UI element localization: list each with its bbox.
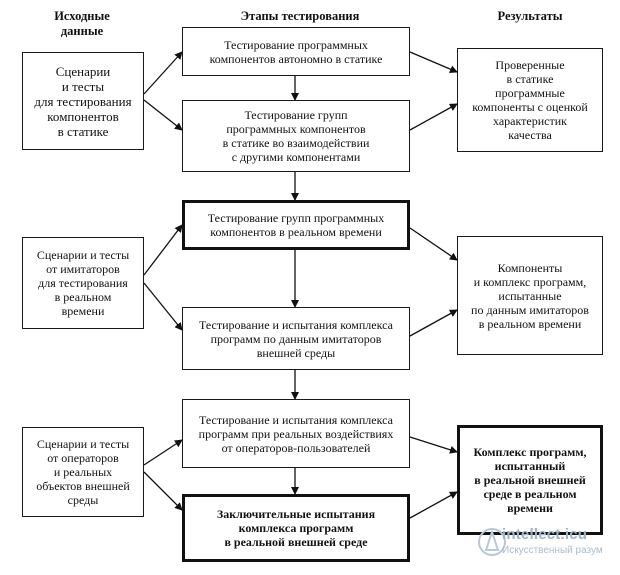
watermark-name: intellect.icu (502, 526, 588, 543)
stage-box-final-testing: Заключительные испытания комплекса прогр… (182, 494, 410, 562)
arrow-stage3-result2 (409, 227, 458, 261)
arrow-input2-stage4 (143, 282, 183, 331)
stage-box-simulator-testing: Тестирование и испытания комплекса прогр… (182, 307, 410, 370)
watermark-logo-icon (478, 528, 506, 556)
arrow-input2-stage3 (143, 224, 183, 276)
input-box-simulators: Сценарии и тесты от имитаторов для тести… (22, 237, 144, 329)
stage-box-group-static: Тестирование групп программных компонент… (182, 100, 410, 172)
input-box-static: Сценарии и тесты для тестирования компон… (22, 52, 144, 150)
result-box-simulator-tested: Компоненты и комплекс программ, испытанн… (457, 236, 603, 355)
stage-box-operator-testing: Тестирование и испытания комплекса прогр… (182, 399, 410, 468)
arrow-input1-stage1 (143, 51, 183, 95)
stage-box-group-realtime: Тестирование групп программных компонент… (182, 200, 410, 250)
header-inputs: Исходные данные (54, 9, 110, 38)
arrow-stage6-result3 (409, 491, 458, 519)
arrow-stage4-result2 (409, 309, 458, 337)
arrow-stage1-result1 (409, 51, 458, 73)
input-box-operators: Сценарии и тесты от операторов и реальны… (22, 427, 144, 517)
header-stages: Этапы тестирования (240, 9, 360, 23)
arrow-input3-stage5 (143, 439, 183, 466)
watermark-subtitle: Искусственный разум (502, 545, 603, 556)
arrow-input1-stage2 (143, 99, 183, 131)
header-results: Результаты (497, 9, 563, 23)
result-box-static-components: Проверенные в статике программные компон… (457, 48, 603, 152)
result-box-final-complex: Комплекс программ, испытанный в реальной… (457, 425, 603, 535)
arrow-stage5-result3 (409, 436, 458, 454)
stage-box-autonomous-static: Тестирование программных компонентов авт… (182, 27, 410, 76)
arrow-input3-stage6 (143, 471, 183, 511)
arrow-stage2-result1 (409, 103, 458, 131)
